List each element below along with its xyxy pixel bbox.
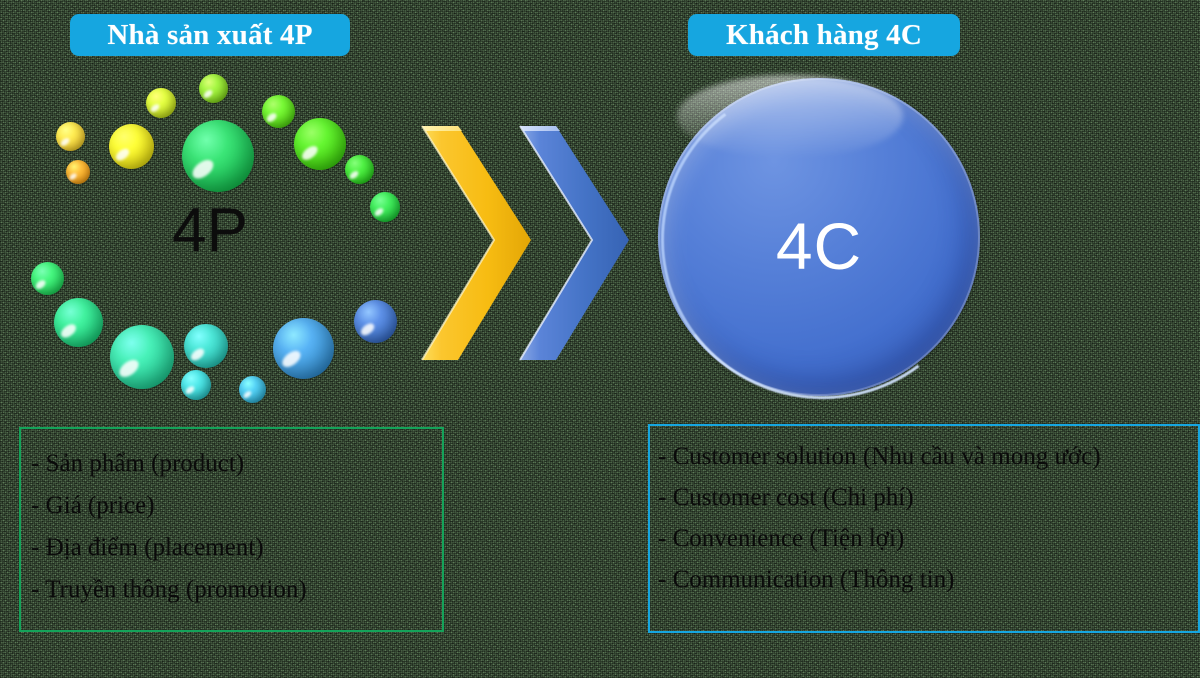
bubble-15 (181, 370, 211, 400)
bubble-8 (294, 118, 346, 170)
bubble-14 (184, 324, 228, 368)
bubble-17 (273, 318, 334, 379)
list-4p-item: - Địa điểm (placement) (31, 534, 264, 561)
bubble-16 (239, 376, 266, 403)
list-4p-item: - Truyền thông (promotion) (31, 576, 307, 603)
list-4p-item: - Giá (price) (31, 492, 155, 519)
bubble-13 (110, 325, 174, 389)
bubble-18 (354, 300, 397, 343)
header-badge-producer[interactable]: Nhà sản xuất 4P (70, 14, 350, 56)
list-4p: - Sản phẩm (product) - Giá (price) - Địa đ… (21, 429, 442, 602)
bubble-4 (146, 88, 176, 118)
bubble-10 (370, 192, 400, 222)
bubble-1 (66, 160, 90, 184)
list-4c-item: - Customer solution (Nhu cầu và mong ước… (658, 443, 1101, 470)
list-4c-item: - Communication (Thông tin) (658, 566, 955, 593)
header-badge-producer-label: Nhà sản xuất 4P (107, 18, 313, 51)
list-4c-item: - Convenience (Tiện lợi) (658, 525, 905, 552)
header-badge-customer-label: Khách hàng 4C (726, 18, 922, 51)
chevron-yellow-icon (421, 125, 531, 361)
bubble-6 (182, 120, 254, 192)
list-4c: - Customer solution (Nhu cầu và mong ước… (650, 426, 1198, 592)
label-4c: 4C (775, 209, 863, 283)
bubble-2 (56, 122, 85, 151)
header-badge-customer[interactable]: Khách hàng 4C (688, 14, 960, 56)
bubble-11 (31, 262, 64, 295)
list-4p-item: - Sản phẩm (product) (31, 450, 245, 477)
list-box-4p: - Sản phẩm (product) - Giá (price) - Địa đ… (19, 427, 444, 632)
bubble-5 (199, 74, 228, 103)
list-box-4c: - Customer solution (Nhu cầu và mong ước… (648, 424, 1200, 633)
circle-4c[interactable]: 4C (658, 78, 980, 396)
bubble-7 (262, 95, 295, 128)
list-4c-item: - Customer cost (Chi phí) (658, 484, 914, 511)
label-4p: 4P (172, 196, 248, 265)
bubble-12 (54, 298, 103, 347)
chevron-blue-icon (519, 125, 629, 361)
bubble-9 (345, 155, 374, 184)
bubble-3 (109, 124, 154, 169)
